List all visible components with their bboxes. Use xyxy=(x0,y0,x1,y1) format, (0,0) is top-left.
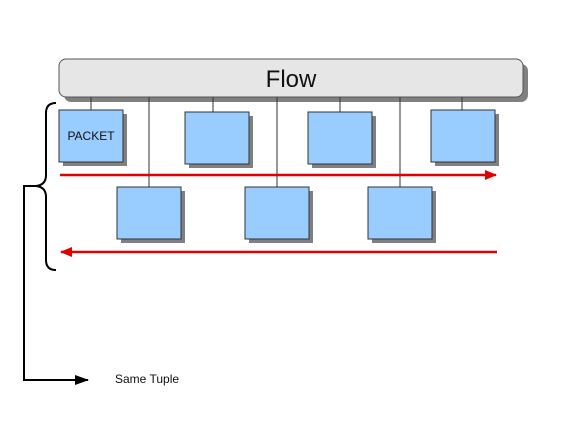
packet-box xyxy=(184,111,253,168)
packet-box xyxy=(116,186,185,243)
packet-box xyxy=(244,186,313,243)
tuple-connector xyxy=(23,185,89,385)
connector-lines xyxy=(90,97,463,187)
flow-label: Flow xyxy=(266,66,317,93)
flow-bar: Flow xyxy=(58,58,528,102)
flow-bar-box xyxy=(58,58,524,98)
same-tuple-label: Same Tuple xyxy=(115,372,179,386)
curly-brace xyxy=(35,102,57,271)
packet-box: PACKET xyxy=(58,109,127,166)
packet-box xyxy=(307,111,376,168)
packet-row-top: PACKET xyxy=(58,109,499,168)
packet-box xyxy=(367,186,436,243)
packet-label: PACKET xyxy=(67,129,115,143)
packet-row-bottom xyxy=(116,186,436,243)
packet-box xyxy=(430,109,499,166)
